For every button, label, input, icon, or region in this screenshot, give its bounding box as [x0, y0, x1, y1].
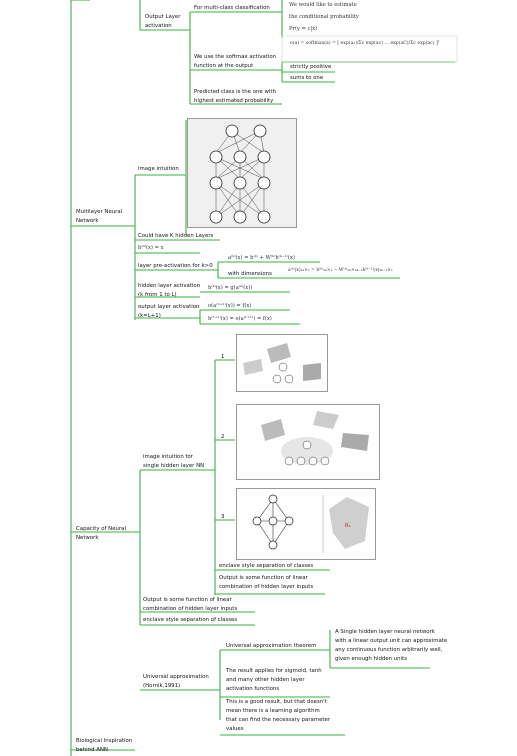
- estimate-line2: the conditional probability: [289, 14, 359, 20]
- good-result-text: This is a good result, but that doesn't …: [226, 699, 331, 732]
- output-linear-1: Output is some function of linear combin…: [219, 575, 314, 590]
- estimate-line3: Pr(y = c|x): [289, 26, 318, 32]
- capacity-image-3: R₁: [236, 488, 376, 560]
- output-formula-2: h⁽ᴸ⁺¹⁾(x) = o(a⁽ᴸ⁺¹⁾) = f(x): [208, 316, 272, 322]
- image-number-2: 2: [221, 434, 225, 440]
- output-formula-1: o(a⁽ᴸ⁺¹⁾(x)) = f(x): [208, 303, 252, 309]
- with-dimensions-node: with dimensions: [228, 271, 272, 277]
- softmax-note: We use the softmax activation function a…: [194, 54, 277, 69]
- multilayer-nn-node: Multilayer Neural Network: [76, 209, 123, 224]
- h0-formula: h⁽⁰⁾(x) = x: [138, 245, 164, 251]
- enclave-separation-1: enclave style separation of classes: [219, 563, 314, 569]
- universal-approximation-node: Universal approximation (Hornik,1991): [143, 674, 209, 689]
- image-number-3: 3: [221, 514, 225, 520]
- multilayer-network-image: [187, 118, 297, 228]
- strictly-positive-node: strictly positive: [290, 64, 332, 70]
- image-intuition-node: image intuition: [138, 166, 179, 172]
- multi-class-node: For multi-class classification: [194, 5, 270, 11]
- preactivation-formula: a⁽ᵏ⁾(x) = b⁽ᵏ⁾ + W⁽ᵏ⁾h⁽ᵏ⁻¹⁾(x): [228, 255, 295, 261]
- svg-text:R₁: R₁: [345, 523, 350, 529]
- predicted-class-node: Predicted class is the one with highest …: [194, 89, 276, 104]
- hidden-activation-node: hidden layer activation (k from 1 to L): [138, 283, 201, 298]
- sums-to-one-node: sums to one: [290, 75, 324, 81]
- softmax-formula: o(a) = softmax(a) = [ exp(a₁)/Σc exp(ac)…: [290, 41, 440, 46]
- enclave-separation-2: enclave style separation of classes: [143, 617, 238, 623]
- estimate-line1: We would like to estimate: [289, 2, 357, 8]
- image-intuition-single-node: image intuition for single hidden layer …: [143, 454, 205, 469]
- output-linear-2: Output is some function of linear combin…: [143, 597, 238, 612]
- capacity-image-2: [236, 404, 380, 480]
- result-applies-text: The result applies for sigmoid, tanh and…: [226, 668, 322, 692]
- universal-theorem-node: Universal approximation theorem: [226, 643, 317, 649]
- hidden-activation-formula: h⁽ᵏ⁾(x) = g(a⁽ᵏ⁾(x)): [208, 285, 253, 291]
- theorem-text: A Single hidden layer neural network wit…: [335, 629, 448, 662]
- dimensions-formula: a⁽ᵏ⁾(x)ₙₖ×₁ = b⁽ᵏ⁾ₙₖ×₁ − W⁽ᵏ⁾ₙₖ×ₙₖ₋₁h⁽ᵏ⁻…: [288, 268, 393, 273]
- capacity-node: Capacity of Neural Network: [76, 526, 126, 541]
- image-number-1: 1: [221, 354, 225, 360]
- output-activation-node: output layer activation (k=L+1): [138, 304, 200, 319]
- layer-preactivation-node: layer pre-activation for k>0: [138, 263, 213, 269]
- output-layer-activation: Output Layer activation: [145, 14, 181, 29]
- could-have-k-node: Could have K hidden Layers: [138, 233, 214, 239]
- biological-inspiration-node: Biological Inspiration behind ANN: [76, 738, 133, 753]
- capacity-image-1: [236, 334, 328, 392]
